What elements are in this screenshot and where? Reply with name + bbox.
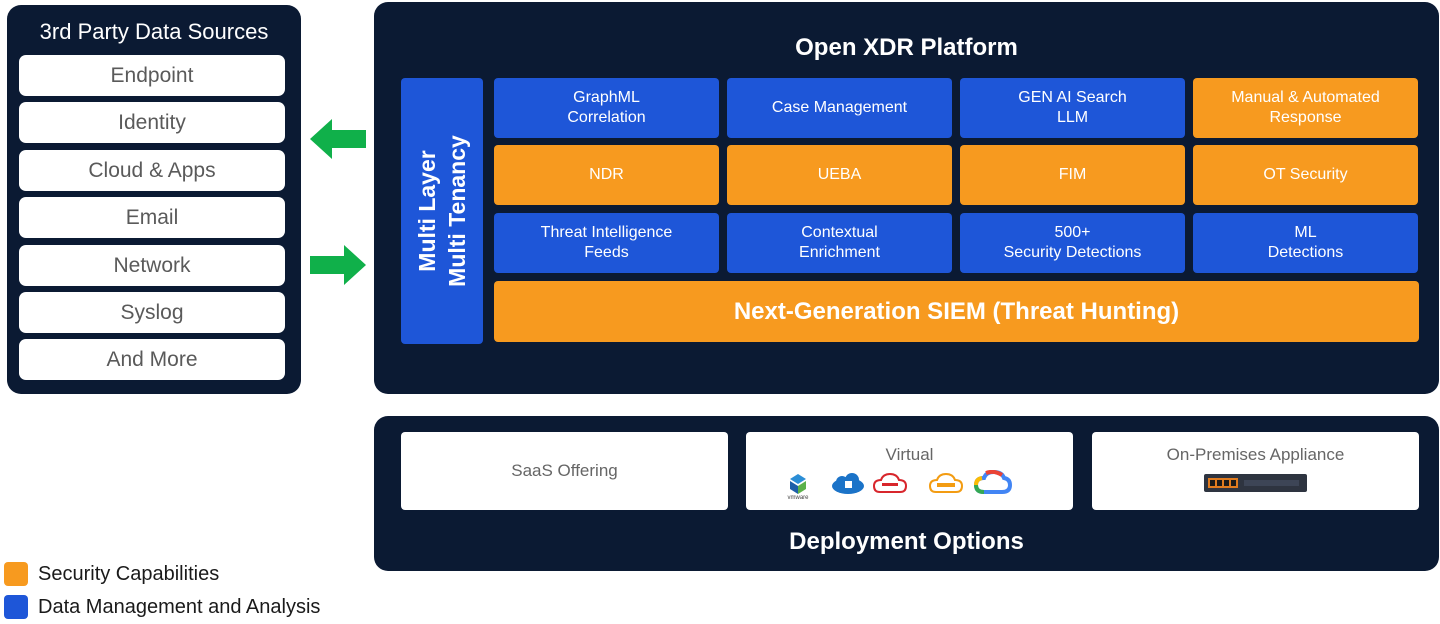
multi-tenancy-text: Multi Tenancy <box>444 135 470 287</box>
arrow-right-icon <box>310 245 366 285</box>
legend-swatch-orange <box>4 562 28 586</box>
cell-gen-ai-search: GEN AI Search LLM <box>960 78 1185 138</box>
azure-cloud-logo-icon <box>832 473 864 494</box>
data-sources-title: 3rd Party Data Sources <box>39 19 269 44</box>
legend-data-label: Data Management and Analysis <box>38 595 321 618</box>
source-item-and-more: And More <box>19 339 285 380</box>
amazon-cloud-logo-icon <box>928 472 964 493</box>
deploy-card-virtual: Virtual vmware <box>746 432 1073 510</box>
google-cloud-logo-icon <box>973 470 1013 494</box>
vmware-logo-icon: vmware <box>787 474 809 500</box>
deployment-options-panel: SaaS Offering Virtual vmware <box>374 416 1439 571</box>
source-item-cloud-apps: Cloud & Apps <box>19 150 285 191</box>
legend-security: Security Capabilities <box>4 562 219 586</box>
deployment-options-title: Deployment Options <box>789 528 1024 555</box>
cell-manual-automated-response: Manual & Automated Response <box>1193 78 1418 138</box>
on-premises-label: On-Premises Appliance <box>1166 445 1345 464</box>
next-gen-siem-bar: Next-Generation SIEM (Threat Hunting) <box>494 281 1419 342</box>
multi-tenancy-bar: Multi Layer Multi Tenancy <box>401 78 483 344</box>
cell-ot-security: OT Security <box>1193 145 1418 205</box>
appliance-device-icon <box>1204 474 1307 492</box>
cell-contextual-enrichment: Contextual Enrichment <box>727 213 952 273</box>
source-item-network: Network <box>19 245 285 286</box>
legend-data: Data Management and Analysis <box>4 595 320 619</box>
cloud-logos: vmware <box>787 470 1013 500</box>
cell-ueba: UEBA <box>727 145 952 205</box>
xdr-platform-panel: Open XDR Platform Multi Layer Multi Tena… <box>374 2 1439 394</box>
cell-fim: FIM <box>960 145 1185 205</box>
cell-ml-detections: ML Detections <box>1193 213 1418 273</box>
source-item-syslog: Syslog <box>19 292 285 333</box>
source-item-identity: Identity <box>19 102 285 143</box>
multi-layer-text: Multi Layer <box>414 150 440 272</box>
cell-threat-intelligence-feeds: Threat Intelligence Feeds <box>494 213 719 273</box>
legend-swatch-blue <box>4 595 28 619</box>
multi-tenancy-label: Multi Layer Multi Tenancy <box>412 135 472 287</box>
cell-case-management: Case Management <box>727 78 952 138</box>
platform-title: Open XDR Platform <box>795 34 1018 61</box>
legend-security-label: Security Capabilities <box>38 562 220 585</box>
data-sources-panel: 3rd Party Data Sources Endpoint Identity… <box>7 5 301 394</box>
virtual-label: Virtual <box>885 445 934 464</box>
cell-ndr: NDR <box>494 145 719 205</box>
deploy-card-saas: SaaS Offering <box>401 432 728 510</box>
cell-security-detections: 500+ Security Detections <box>960 213 1185 273</box>
cell-graphml-correlation: GraphML Correlation <box>494 78 719 138</box>
oracle-cloud-logo-icon <box>872 472 908 493</box>
deploy-card-on-premises: On-Premises Appliance <box>1092 432 1419 510</box>
svg-text:vmware: vmware <box>787 495 809 500</box>
source-item-endpoint: Endpoint <box>19 55 285 96</box>
arrow-left-icon <box>310 119 366 159</box>
saas-label: SaaS Offering <box>511 461 618 480</box>
source-item-email: Email <box>19 197 285 238</box>
